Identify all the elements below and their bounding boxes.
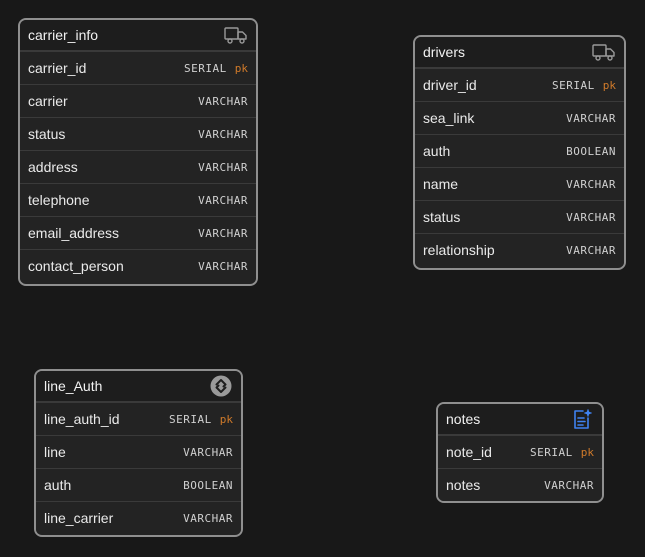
column-name: driver_id [423, 77, 477, 93]
column-name: relationship [423, 242, 495, 258]
column-type: VARCHAR [566, 210, 616, 224]
table-row[interactable]: carrier_id SERIAL pk [20, 51, 256, 84]
column-type: VARCHAR [566, 177, 616, 191]
column-name: line [44, 444, 66, 460]
table-row[interactable]: line_carrier VARCHAR [36, 501, 241, 534]
column-name: auth [44, 477, 72, 493]
column-type: VARCHAR [198, 193, 248, 207]
table-row[interactable]: status VARCHAR [20, 117, 256, 150]
table-row[interactable]: driver_id SERIAL pk [415, 68, 624, 101]
primary-key-badge: pk [602, 78, 616, 92]
column-type: VARCHAR [566, 111, 616, 125]
truck-icon [224, 23, 248, 47]
table-drivers[interactable]: drivers driver_id SERIAL pk sea_link VARC… [413, 35, 626, 270]
table-row[interactable]: carrier VARCHAR [20, 84, 256, 117]
column-name: note_id [446, 444, 492, 460]
column-type: VARCHAR [544, 478, 594, 492]
primary-key-badge: pk [580, 445, 594, 459]
column-type: VARCHAR [198, 226, 248, 240]
table-header[interactable]: notes [438, 404, 602, 435]
table-title: carrier_info [28, 27, 99, 43]
column-type: SERIAL [184, 61, 227, 75]
table-row[interactable]: line VARCHAR [36, 435, 241, 468]
column-type: SERIAL [552, 78, 595, 92]
table-title: notes [446, 411, 481, 427]
table-row[interactable]: contact_person VARCHAR [20, 249, 256, 282]
column-type: BOOLEAN [566, 144, 616, 158]
column-name: line_carrier [44, 510, 114, 526]
table-row[interactable]: auth BOOLEAN [36, 468, 241, 501]
table-line-auth[interactable]: line_Auth line_auth_id SERIAL pk line VAR… [34, 369, 243, 537]
primary-key-badge: pk [234, 61, 248, 75]
column-type: SERIAL [169, 412, 212, 426]
table-row[interactable]: relationship VARCHAR [415, 233, 624, 266]
column-type: VARCHAR [566, 243, 616, 257]
column-name: name [423, 176, 459, 192]
column-name: carrier_id [28, 60, 87, 76]
table-row[interactable]: telephone VARCHAR [20, 183, 256, 216]
notes-sparkle-icon [570, 407, 594, 431]
column-type: BOOLEAN [183, 478, 233, 492]
column-name: sea_link [423, 110, 475, 126]
column-name: status [28, 126, 66, 142]
column-name: auth [423, 143, 451, 159]
column-type: VARCHAR [183, 445, 233, 459]
table-header[interactable]: drivers [415, 37, 624, 68]
table-row[interactable]: auth BOOLEAN [415, 134, 624, 167]
column-name: address [28, 159, 78, 175]
table-header[interactable]: line_Auth [36, 371, 241, 402]
column-name: status [423, 209, 461, 225]
column-type: VARCHAR [198, 127, 248, 141]
table-row[interactable]: note_id SERIAL pk [438, 435, 602, 468]
auth-badge-icon [209, 374, 233, 398]
column-name: telephone [28, 192, 90, 208]
column-name: carrier [28, 93, 68, 109]
column-type: VARCHAR [183, 511, 233, 525]
column-name: contact_person [28, 258, 124, 274]
table-row[interactable]: email_address VARCHAR [20, 216, 256, 249]
column-type: VARCHAR [198, 94, 248, 108]
truck-icon [592, 40, 616, 64]
table-row[interactable]: status VARCHAR [415, 200, 624, 233]
table-carrier-info[interactable]: carrier_info carrier_id SERIAL pk carrier… [18, 18, 258, 286]
column-name: notes [446, 477, 481, 493]
table-row[interactable]: name VARCHAR [415, 167, 624, 200]
table-row[interactable]: address VARCHAR [20, 150, 256, 183]
table-row[interactable]: sea_link VARCHAR [415, 101, 624, 134]
table-row[interactable]: notes VARCHAR [438, 468, 602, 501]
primary-key-badge: pk [219, 412, 233, 426]
column-type: VARCHAR [198, 259, 248, 273]
column-name: line_auth_id [44, 411, 120, 427]
column-name: email_address [28, 225, 120, 241]
table-row[interactable]: line_auth_id SERIAL pk [36, 402, 241, 435]
column-type: SERIAL [530, 445, 573, 459]
column-type: VARCHAR [198, 160, 248, 174]
table-title: drivers [423, 44, 466, 60]
table-title: line_Auth [44, 378, 103, 394]
table-notes[interactable]: notes note_id SERIAL pk notes VARCHAR [436, 402, 604, 503]
table-header[interactable]: carrier_info [20, 20, 256, 51]
